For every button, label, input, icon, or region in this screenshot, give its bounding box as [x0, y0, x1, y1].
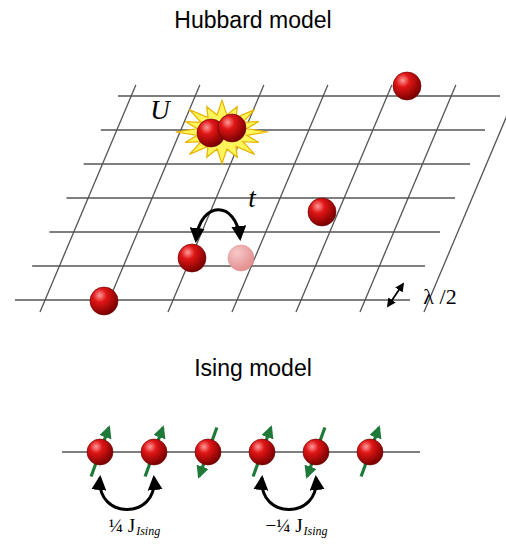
spacing-label: λ /2 — [423, 286, 456, 308]
atom — [393, 72, 421, 100]
lattice-line — [15, 299, 410, 300]
lattice-line — [101, 129, 485, 130]
lattice-line — [296, 85, 392, 312]
atom — [141, 439, 167, 465]
lattice-line — [67, 197, 456, 198]
panel-title: Ising model — [194, 357, 312, 380]
atom — [303, 439, 329, 465]
lattice-grid — [15, 85, 506, 312]
interaction-burst — [176, 100, 268, 163]
lattice-line — [104, 85, 200, 312]
coupling-label: −¼ J — [265, 516, 302, 535]
atom — [87, 439, 113, 465]
lattice-line — [118, 95, 500, 96]
lattice-line — [49, 231, 440, 232]
atom — [218, 114, 246, 142]
coupling-arrow — [262, 478, 316, 510]
atom — [357, 439, 383, 465]
lattice-line — [32, 265, 425, 266]
panel-title: Hubbard model — [174, 9, 331, 32]
coupling-label: ¼ J — [109, 516, 135, 535]
atom — [195, 439, 221, 465]
lattice-line — [424, 85, 506, 312]
atom — [90, 287, 118, 315]
ghost-atom — [228, 245, 254, 271]
atom — [308, 198, 336, 226]
interaction-label: U — [150, 97, 170, 124]
lattice-line — [40, 85, 136, 312]
atom — [178, 244, 206, 272]
lattice-line — [360, 85, 456, 312]
hopping-label: t — [248, 185, 256, 212]
hopping-arrow — [196, 210, 240, 240]
atom — [249, 439, 275, 465]
spacing-arrow — [388, 284, 403, 306]
coupling-subscript: Ising — [136, 525, 160, 537]
coupling-subscript: Ising — [304, 525, 328, 537]
lattice-line — [84, 163, 470, 164]
coupling-arrow — [100, 478, 154, 510]
